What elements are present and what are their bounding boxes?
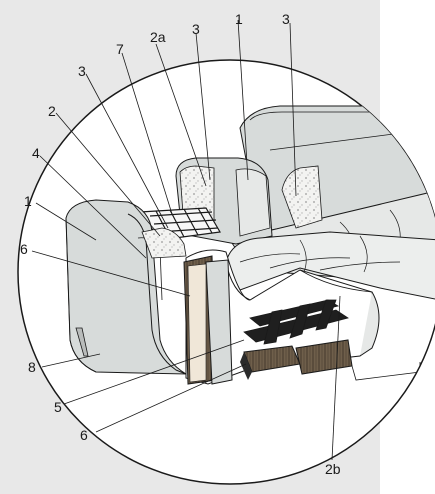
- callout-3-right: 3: [282, 11, 290, 27]
- callout-6-upper: 6: [20, 241, 28, 257]
- leader-lines: [31, 19, 341, 461]
- right-backrest-foam: [281, 165, 323, 229]
- callout-1-left: 1: [24, 193, 32, 209]
- callout-5: 5: [54, 399, 62, 415]
- callout-7: 7: [116, 41, 124, 57]
- callout-3-top: 3: [192, 21, 200, 37]
- callout-2b: 2b: [325, 461, 341, 477]
- callout-8: 8: [28, 359, 36, 375]
- elastic-webbing: [243, 299, 349, 345]
- callout-2a: 2a: [150, 29, 166, 45]
- armrest-foam: [141, 227, 187, 259]
- frame-side-panel: [205, 259, 233, 385]
- seat-cushion-top: [225, 231, 435, 301]
- callout-2: 2: [48, 103, 56, 119]
- callout-4: 4: [32, 145, 40, 161]
- callout-6-lower: 6: [80, 427, 88, 443]
- sofa-leg: [75, 327, 89, 357]
- callout-1-top: 1: [235, 11, 243, 27]
- callout-3-left: 3: [78, 63, 86, 79]
